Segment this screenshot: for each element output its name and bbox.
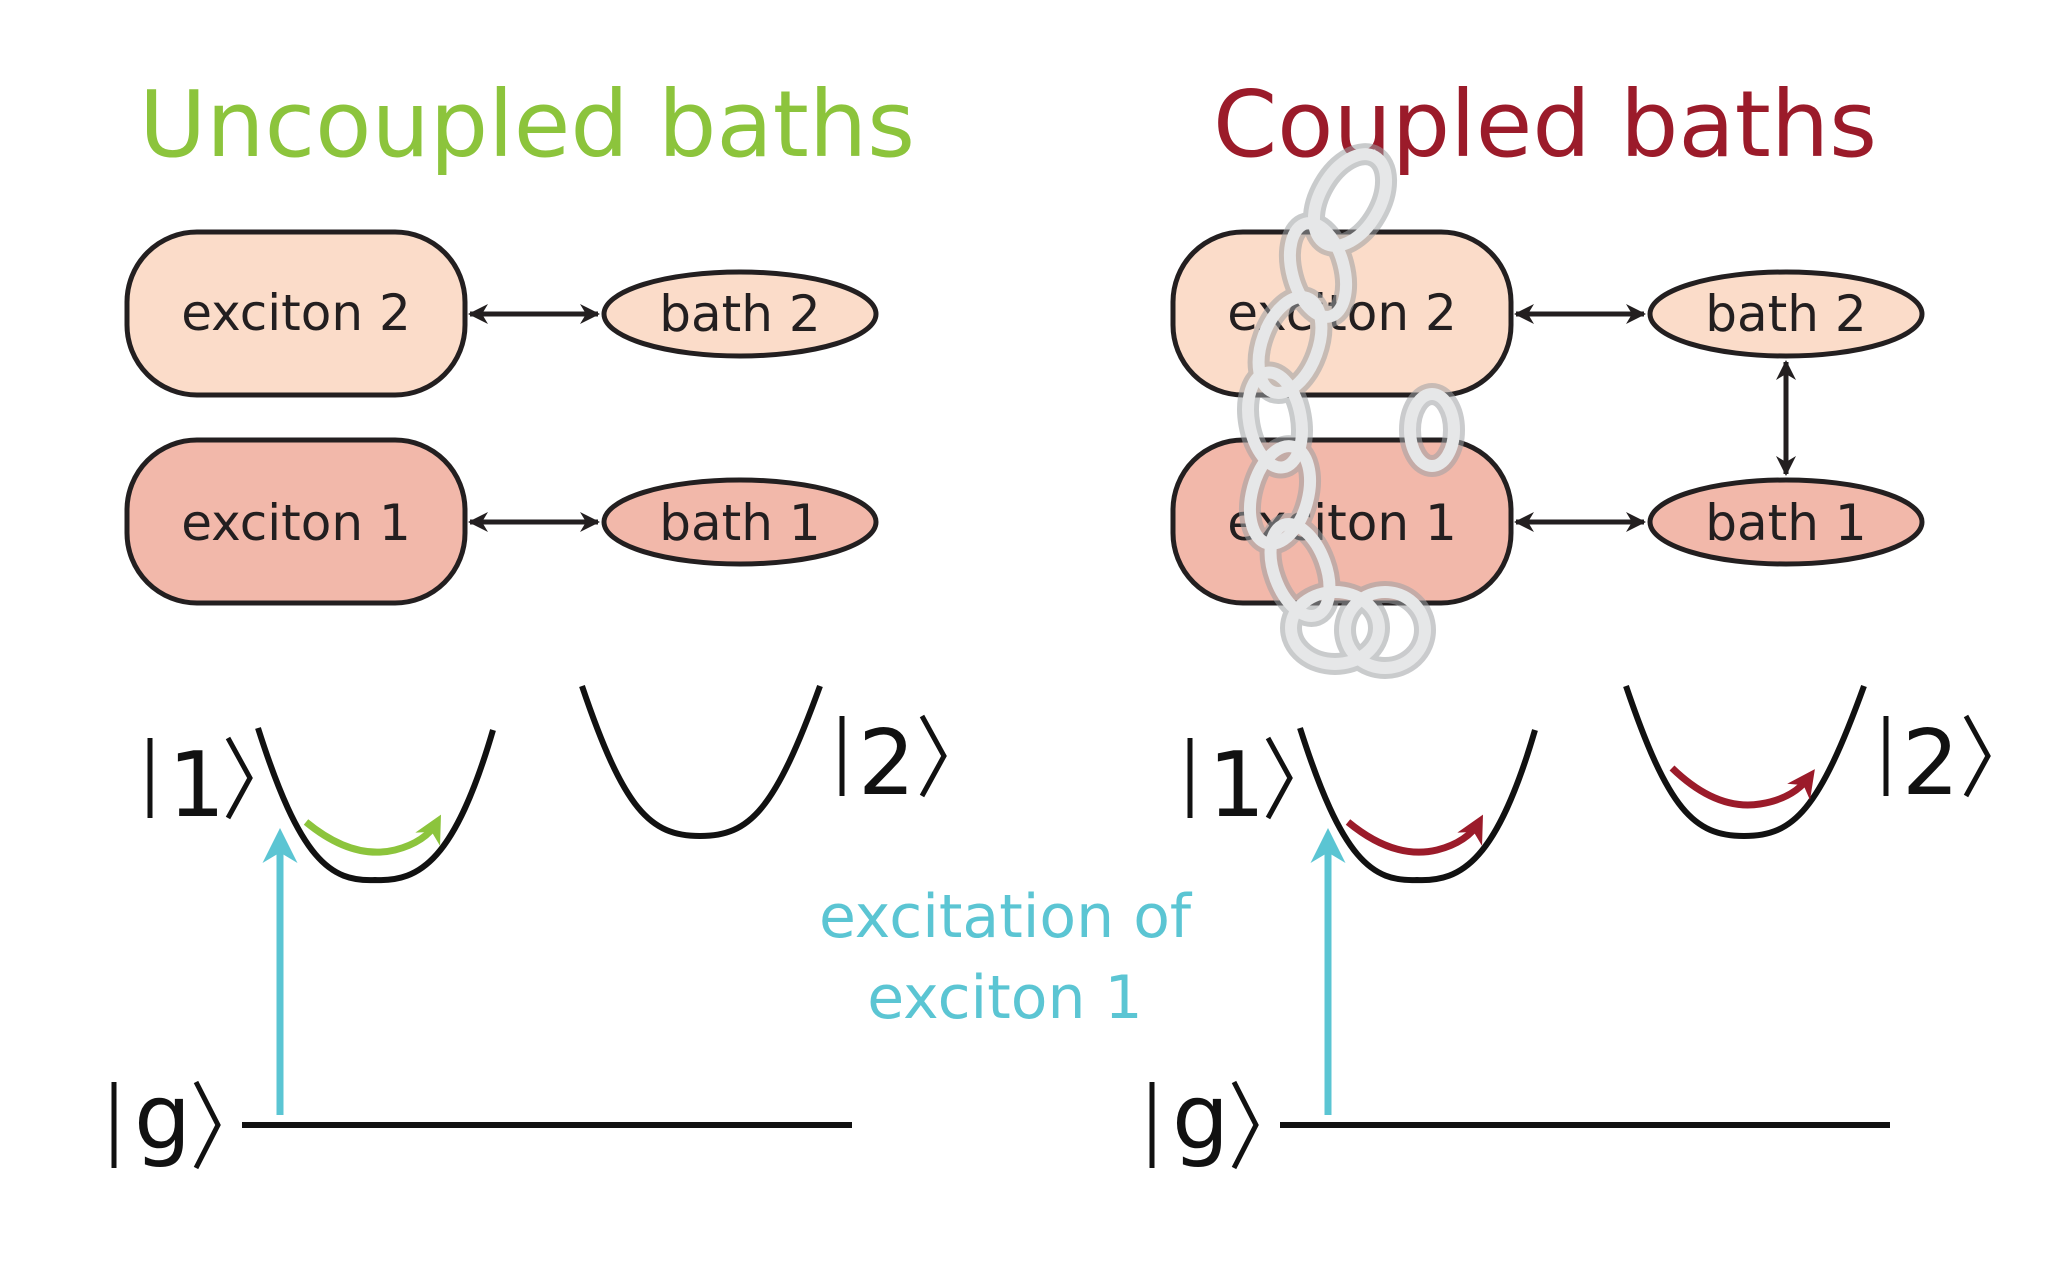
- relaxation-arrow-red-1: [1345, 814, 1483, 856]
- exciton-2-box: [124, 229, 468, 398]
- chain-icon: [1237, 143, 1465, 679]
- bath-2-ellipse: [601, 269, 879, 359]
- potential-well-1-coupled: [1297, 727, 1538, 884]
- ket-2-symbol-coupled: 2: [1883, 711, 1991, 816]
- uncoupled-panel: Uncoupled baths exciton 2 bath 2 exciton…: [111, 71, 947, 1170]
- ket-2-symbol: 2: [839, 711, 947, 816]
- ket-g-label-coupled: g: [1172, 1065, 1229, 1170]
- coupled-panel: Coupled baths exciton 2 bath 2 exciton 1…: [1149, 71, 1991, 1170]
- bath-2-ellipse-coupled: [1647, 269, 1925, 359]
- ket-1-symbol-coupled: 1: [1187, 733, 1293, 838]
- potential-well-1: [255, 727, 496, 884]
- ket-g-symbol-coupled: g: [1149, 1065, 1259, 1170]
- potential-well-2-coupled: [1623, 684, 1867, 840]
- ket-g-symbol: g: [111, 1065, 221, 1170]
- bath-2-label-coupled: bath 2: [1705, 285, 1866, 343]
- ket-2-label: 2: [858, 711, 915, 816]
- excitation-label: excitation of exciton 1: [819, 882, 1193, 1033]
- uncoupled-title: Uncoupled baths: [139, 71, 915, 178]
- potential-well-2: [579, 684, 823, 840]
- bath-1-label: bath 1: [659, 494, 820, 552]
- exciton-1-box: [124, 437, 468, 606]
- bath-1-ellipse-coupled: [1647, 477, 1925, 567]
- ket-2-label-coupled: 2: [1902, 711, 1959, 816]
- bath-2-label: bath 2: [659, 285, 820, 343]
- ket-1-label: 1: [168, 733, 225, 838]
- bath-1-ellipse: [601, 477, 879, 567]
- bath-1-label-coupled: bath 1: [1705, 494, 1866, 552]
- ket-g-label: g: [134, 1065, 191, 1170]
- excitation-label-line1: excitation of: [819, 882, 1193, 952]
- exciton-2-label: exciton 2: [181, 284, 411, 342]
- excitation-label-line2: exciton 1: [867, 963, 1142, 1033]
- coupled-title: Coupled baths: [1213, 71, 1877, 178]
- relaxation-arrow-red-2: [1669, 765, 1815, 809]
- exciton-1-label: exciton 1: [181, 494, 411, 552]
- relaxation-arrow-green: [303, 814, 441, 856]
- ket-1-symbol: 1: [147, 733, 253, 838]
- ket-1-label-coupled: 1: [1208, 733, 1265, 838]
